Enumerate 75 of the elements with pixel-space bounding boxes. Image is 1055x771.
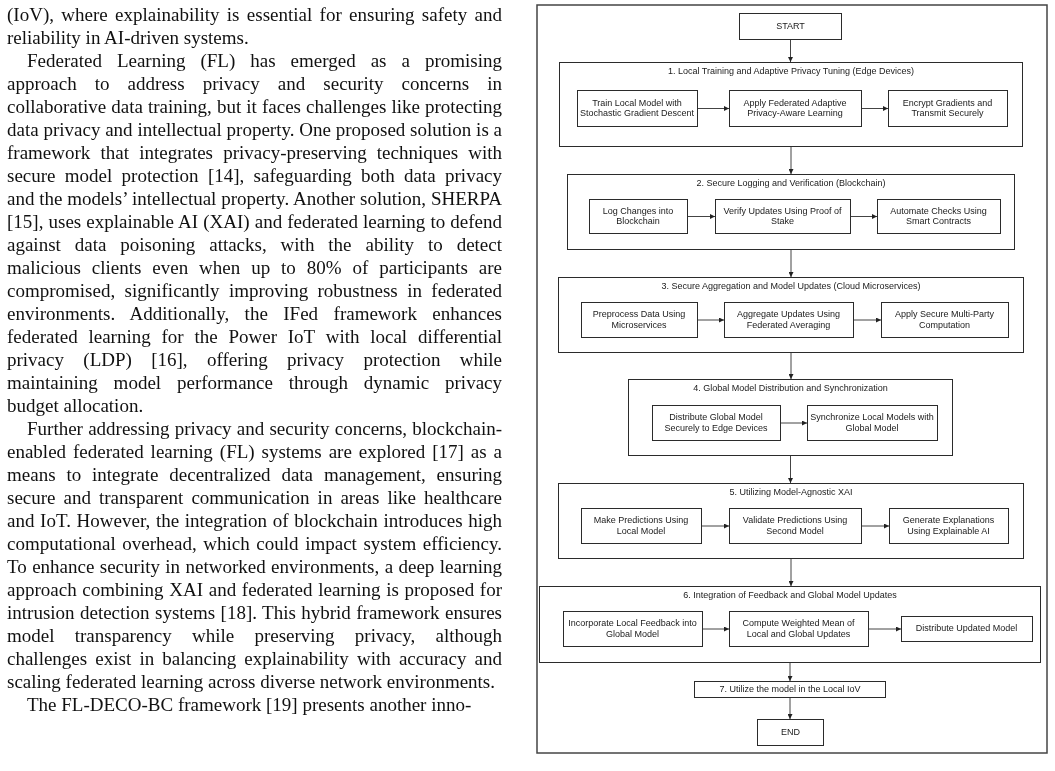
step-label: Preprocess Data Using Microservices xyxy=(591,309,687,330)
step-label: Apply Secure Multi-Party Computation xyxy=(893,309,995,330)
body-paragraph: Federated Learning (FL) has emerged as a promising approach to address privacy and security concerns in collaborative data training, but it faces challenges like protecting data privacy and intellectual property. One proposed solution is a framework that integrates privacy-preserving techniques with secure model protection [14], safeguarding both data privacy and the models’ intellectual property. Another solution, SHERPA [15], uses explainable AI (XAI) and federated learning to defend against data poisoning attacks, with the ability to detect malicious clients even when up to 80% of participants are compromised, significantly improving robustness in federated environments. Additionally, the IFed framework enhances federated learning for the Power IoT with local differential privacy (LDP) [16], offering privacy protection while maintaining model performance through dynamic privacy budget allocation. xyxy=(7,49,502,417)
process-box xyxy=(588,198,688,234)
stage-panel xyxy=(628,379,953,456)
arrow xyxy=(780,420,808,426)
step-label: Validate Predictions Using Second Model xyxy=(741,515,849,536)
process-box xyxy=(562,610,703,647)
process-box xyxy=(876,198,1001,234)
arrow xyxy=(702,626,730,632)
process-box xyxy=(728,610,869,647)
arrow xyxy=(788,352,794,380)
process-box xyxy=(887,89,1008,127)
step-label: Log Changes into Blockchain xyxy=(601,205,675,227)
stage-panel xyxy=(558,277,1024,353)
stage-panel xyxy=(559,62,1023,147)
arrow xyxy=(861,106,889,111)
arrow xyxy=(788,146,794,175)
arrow xyxy=(701,523,730,529)
process-box xyxy=(576,89,698,127)
step-label: Automate Checks Using Smart Contracts xyxy=(889,205,988,227)
arrow xyxy=(788,558,794,587)
stage-panel xyxy=(539,586,1041,663)
arrow xyxy=(868,626,902,632)
stage-panel xyxy=(558,483,1024,559)
step-label: END xyxy=(781,727,800,738)
stage-panel xyxy=(567,174,1015,250)
process-box xyxy=(728,89,862,127)
step-label: Generate Explanations Using Explainable AI xyxy=(901,515,996,536)
process-box xyxy=(723,301,854,338)
process-box xyxy=(580,507,702,544)
process-box xyxy=(580,301,698,338)
step-label: Train Local Model with Stochastic Gradient Descent xyxy=(579,97,695,119)
step-label: Aggregate Updates Using Federated Averaging xyxy=(735,309,842,330)
arrow xyxy=(787,662,793,682)
arrow xyxy=(861,523,890,529)
stage-title: 2. Secure Logging and Verification (Blockchain) xyxy=(696,178,886,189)
arrow xyxy=(788,455,793,484)
process-box xyxy=(694,681,886,698)
process-box xyxy=(880,301,1009,338)
process-box xyxy=(739,13,842,40)
step-label: Compute Weighted Mean of Local and Global Updates xyxy=(741,618,856,639)
arrow xyxy=(853,317,882,323)
body-paragraph: Further addressing privacy and security concerns, blockchain-enabled federated learning (FL) systems are explored [17] as a means to integrate decentralized data management, ensuring secure and transparent communication in areas like healthcare and IoT. However, the integration of blockchain introduces high computational overhead, which could impact system efficiency. To enhance security in networked environments, a deep learning approach combining XAI and federated learning is proposed for intrusion detection systems [18]. This hybrid framework ensures model transparency while preserving privacy, although challenges exist in balancing explainability with accuracy and scaling federated learning across diverse network environments. xyxy=(7,417,502,693)
step-label: Make Predictions Using Local Model xyxy=(592,515,690,536)
process-box xyxy=(757,719,824,746)
step-label: Verify Updates Using Proof of Stake xyxy=(722,205,843,227)
arrow xyxy=(697,106,730,111)
arrow xyxy=(697,317,725,323)
process-box xyxy=(728,507,862,544)
process-box xyxy=(888,507,1009,544)
step-label: 7. Utilize the model in the Local IoV xyxy=(719,684,861,695)
stage-title: 6. Integration of Feedback and Global Model Updates xyxy=(683,590,897,601)
stage-title: 1. Local Training and Adaptive Privacy Tuning (Edge Devices) xyxy=(667,66,915,77)
step-label: START xyxy=(776,21,805,32)
arrow xyxy=(850,214,878,219)
stage-title: 4. Global Model Distribution and Synchronization xyxy=(693,383,888,394)
body-paragraph: (IoV), where explainability is essential for ensuring safety and reliability in AI-driven systems. xyxy=(7,3,502,49)
process-box xyxy=(714,198,851,234)
process-box xyxy=(651,404,781,441)
step-label: Synchronize Local Models with Global Model xyxy=(809,412,935,433)
process-box xyxy=(900,615,1033,642)
stage-title: 5. Utilizing Model-Agnostic XAI xyxy=(729,487,853,498)
arrow xyxy=(788,249,794,278)
body-paragraph: The FL-DECO-BC framework [19] presents another inno- xyxy=(26,693,473,716)
step-label: Incorporate Local Feedback into Global Model xyxy=(567,618,698,639)
step-label: Encrypt Gradients and Transmit Securely xyxy=(901,97,994,119)
arrow xyxy=(788,39,793,63)
step-label: Apply Federated Adaptive Privacy-Aware Learning xyxy=(742,97,848,119)
stage-title: 3. Secure Aggregation and Model Updates (Cloud Microservices) xyxy=(661,281,921,292)
step-label: Distribute Updated Model xyxy=(915,623,1018,634)
arrow xyxy=(687,214,716,219)
arrow xyxy=(787,697,793,720)
step-label: Distribute Global Model Securely to Edge Devices xyxy=(663,412,769,433)
process-box xyxy=(806,404,938,441)
